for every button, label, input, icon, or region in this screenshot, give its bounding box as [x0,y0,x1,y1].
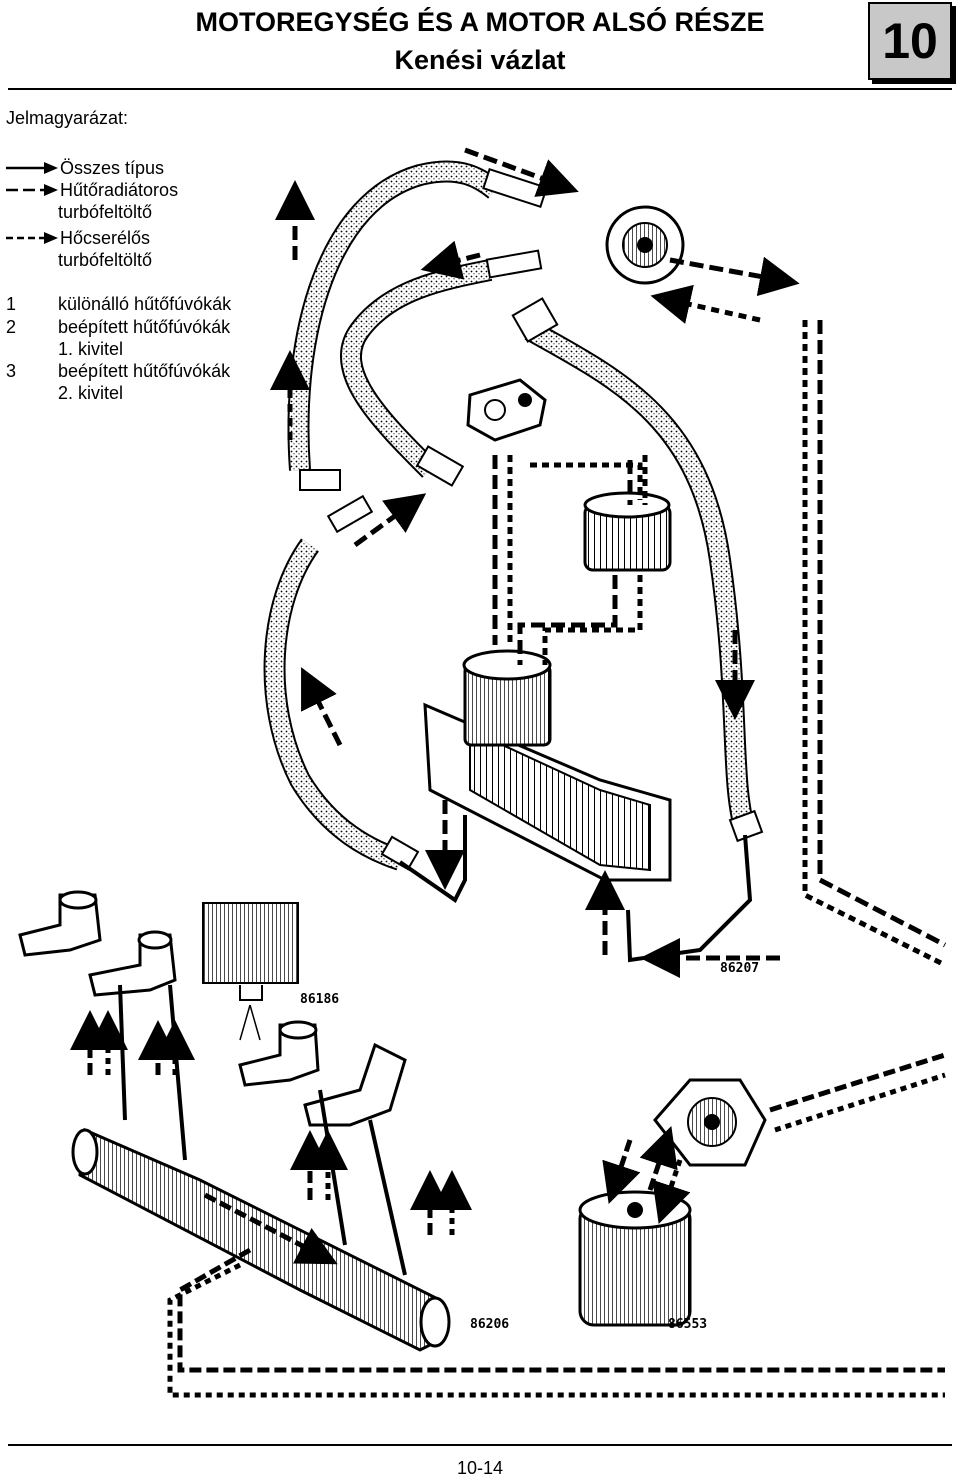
piston-detail [202,902,299,1041]
item-number: 3 [6,361,17,381]
flow-arrows [270,147,800,978]
footer-divider [8,1444,952,1446]
gallery-arrows [70,1010,945,1398]
legend-label-continued: turbófeltöltő [58,202,153,222]
oil-cooler-radiator [423,649,672,882]
item-text: 1. kivitel [58,339,124,359]
turbocharger-flange [605,205,685,285]
figure-code-main: 86207 [720,961,759,976]
figure-code-piston: 86186 [300,992,339,1007]
heat-exchanger [583,491,672,572]
legend-label-continued: turbófeltöltő [58,250,153,270]
figure-code-filter: 86553 [668,1317,707,1332]
legend-row-radiator-turbo: Hűtőradiátoros [6,180,178,200]
item-text: különálló hűtőfúvókák [58,294,232,314]
figure-code-gallery: 86206 [470,1317,509,1332]
item-number: 1 [6,294,17,314]
oil-gallery [71,1127,451,1352]
page-subtitle: Kenési vázlat [394,45,566,75]
long-dash-arrow-icon [6,184,58,196]
page-number: 10-14 [456,1458,504,1478]
item-text: 2. kivitel [58,383,124,403]
item-number: 2 [6,317,17,337]
item-text: beépített hűtőfúvókák [58,317,231,337]
page-title: MOTOREGYSÉG ÉS A MOTOR ALSÓ RÉSZE [195,7,765,37]
oil-pump-block [466,378,547,442]
filter-flow-arrows [602,1052,946,1224]
hose-fittings [299,167,764,871]
filter-mounting-flange [653,1078,767,1167]
solid-arrow-icon [6,162,58,174]
lubrication-diagram: 86207 86186 86206 [18,147,947,1398]
legend-label: Hőcserélős [60,228,151,248]
legend-label: Hűtőradiátoros [60,180,179,200]
legend-row-all-types: Összes típus [6,158,164,178]
cooling-jets [18,890,407,1127]
legend-title: Jelmagyarázat: [6,108,129,128]
chapter-number-badge: 10 [868,2,952,80]
oil-filter [578,1190,692,1327]
header-divider [8,88,952,90]
middle-oil-hose [339,259,493,478]
left-return-hose [263,538,404,871]
right-oil-hose [524,320,756,834]
flow-lines-short-dash [507,320,947,968]
item-text: beépített hűtőfúvókák [58,361,231,381]
legend-row-heat-exchanger-turbo: Hőcserélős [6,228,150,248]
short-dash-arrow-icon [6,232,58,244]
return-pipes [398,815,753,963]
legend-label: Összes típus [60,158,165,178]
